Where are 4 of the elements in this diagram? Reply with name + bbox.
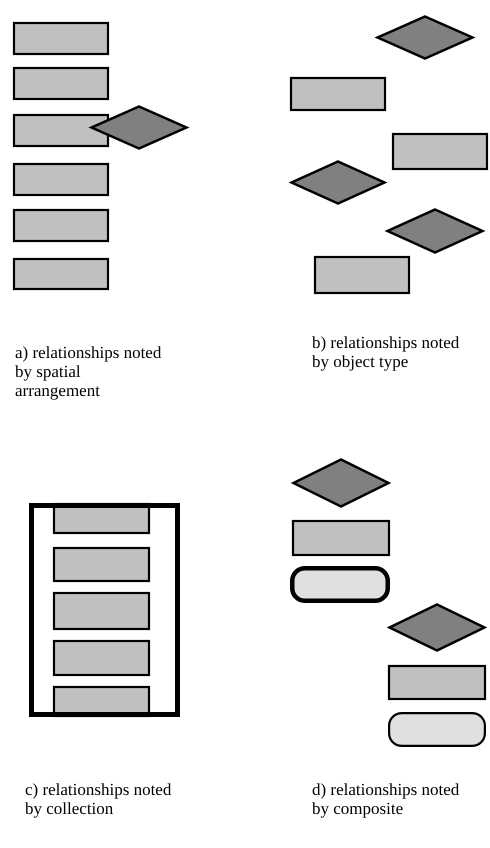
caption: a) relationships noted by spatial arrangement [15, 343, 162, 400]
caption: d) relationships noted by composite [312, 780, 460, 818]
caption: b) relationships noted by object type [312, 333, 460, 371]
caption: c) relationships noted by collection [25, 780, 172, 818]
